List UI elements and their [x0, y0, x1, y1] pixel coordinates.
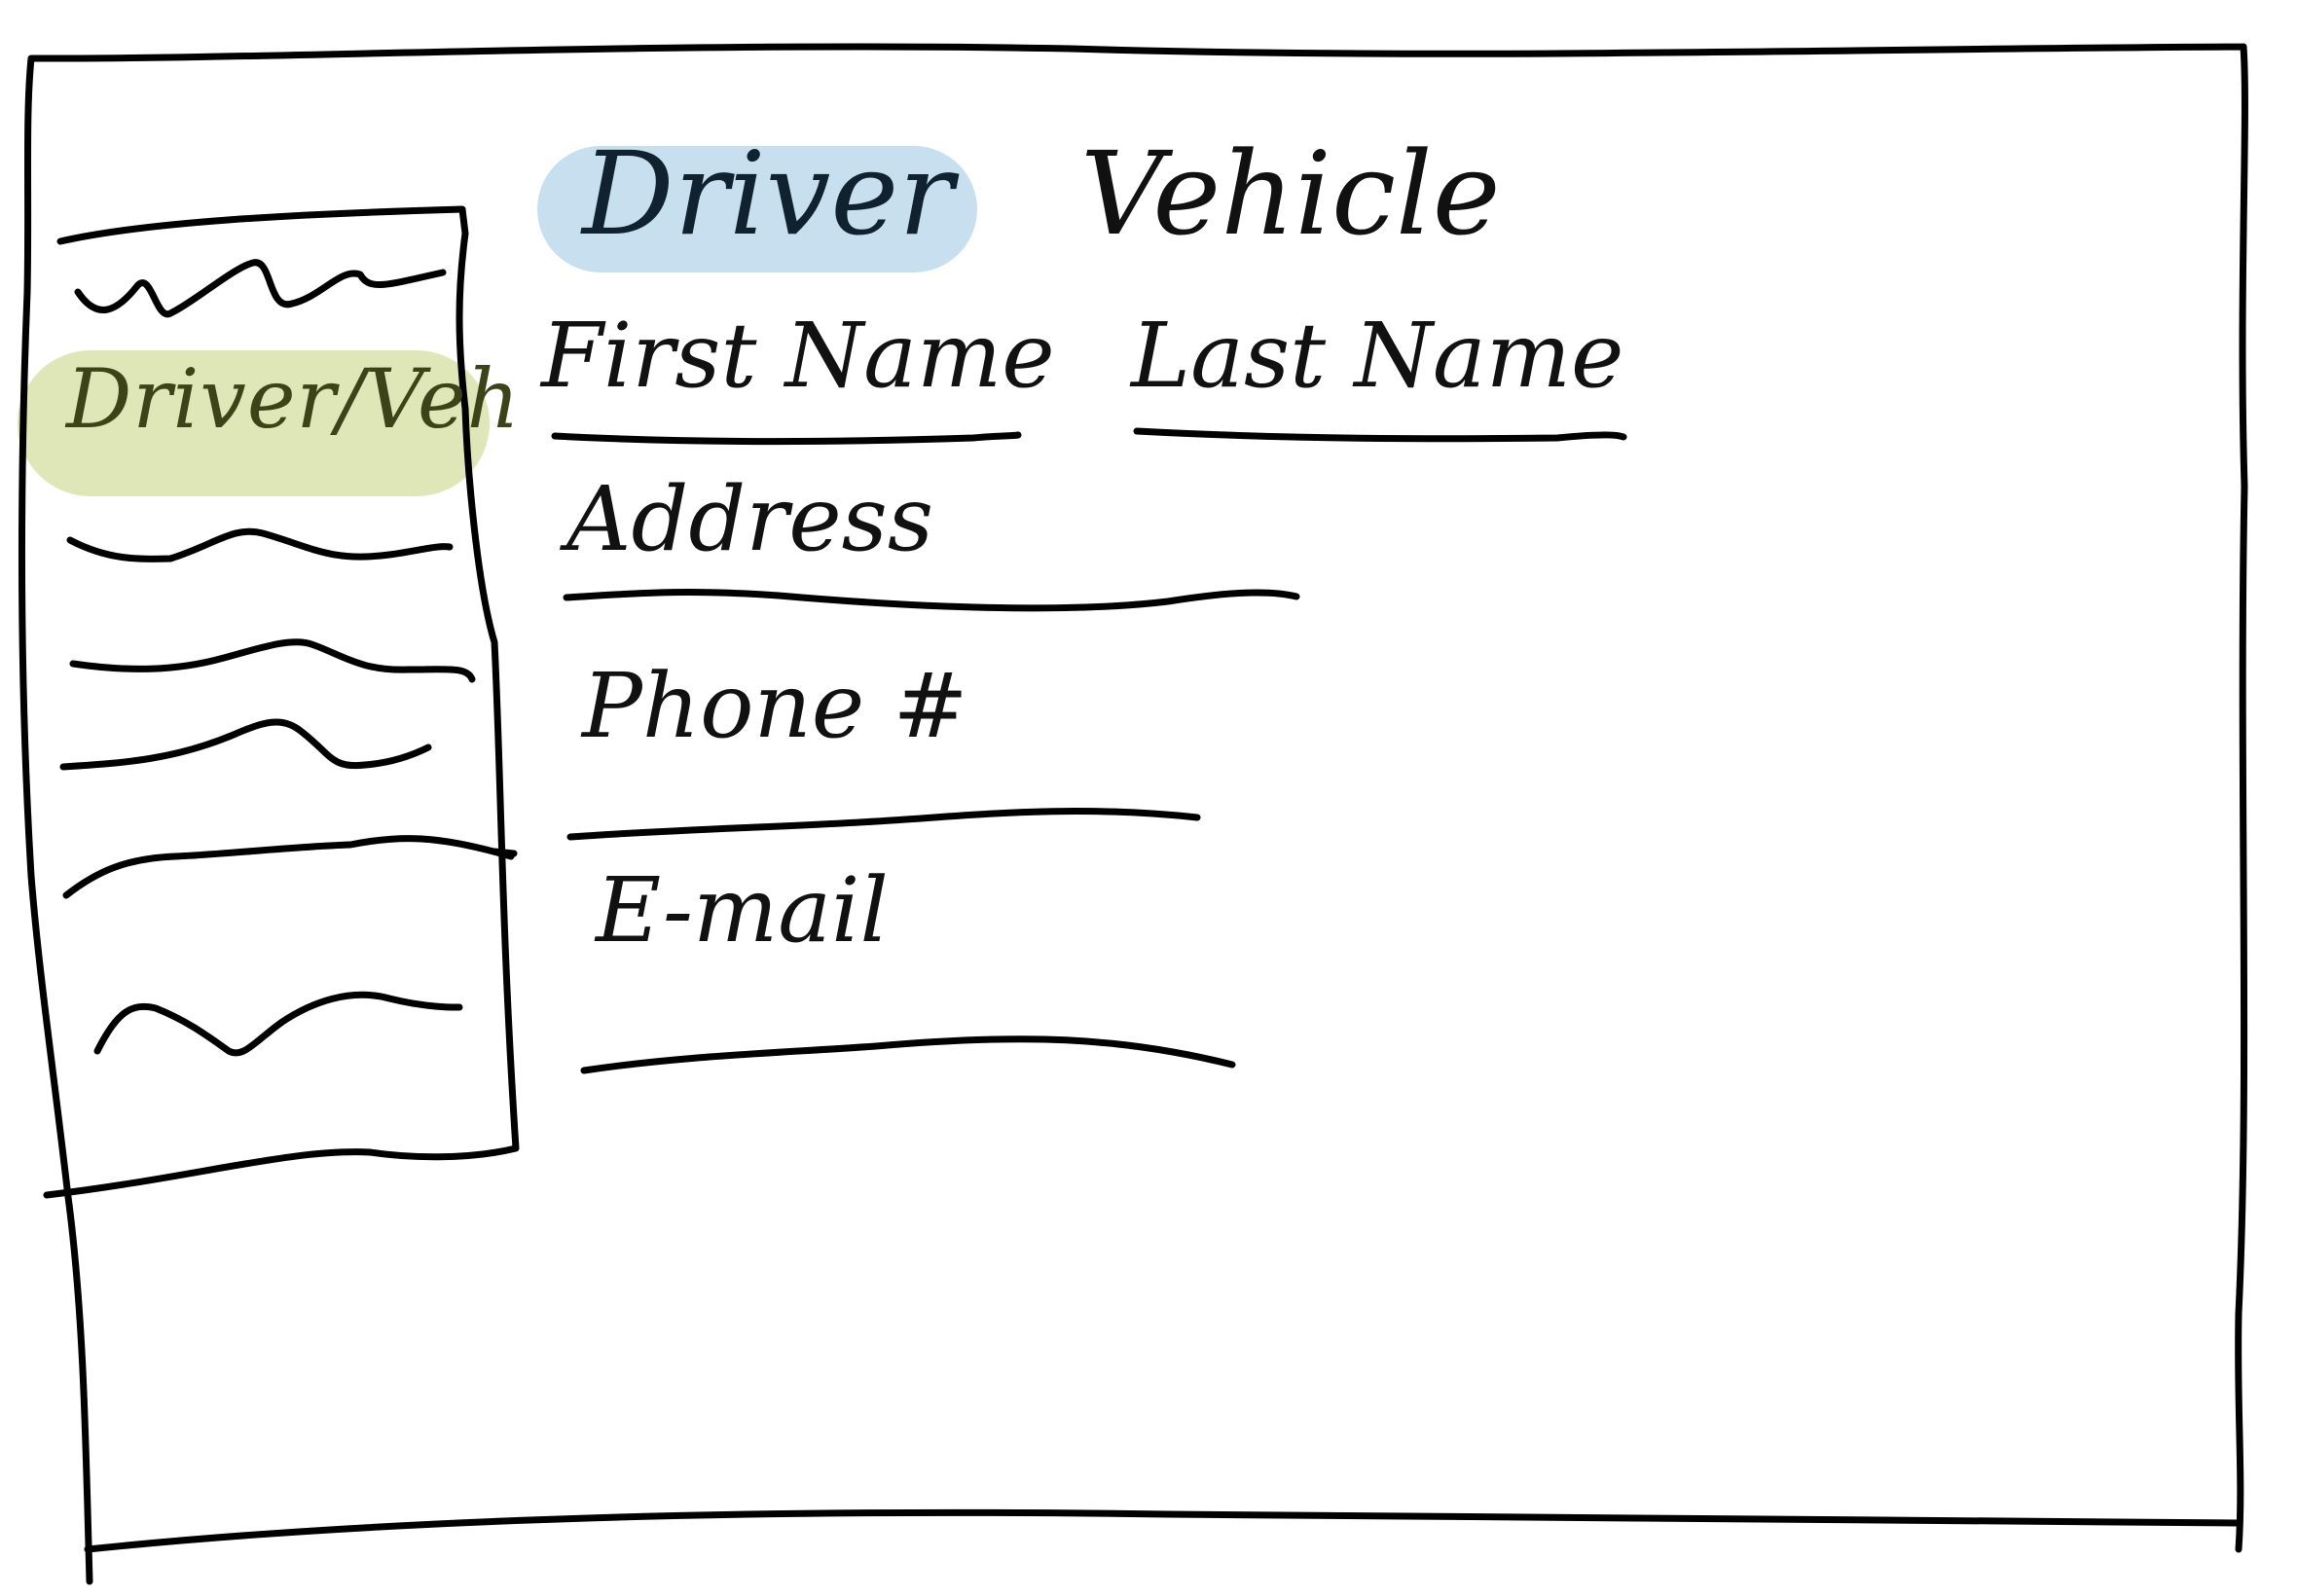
tab-driver[interactable]: Driver — [582, 127, 954, 261]
sidebar-item-5[interactable] — [59, 718, 432, 771]
sidebar-item-label: Driver/Veh — [66, 351, 521, 447]
phone-label: Phone # — [582, 654, 968, 758]
window-border — [18, 43, 2248, 1585]
tab-driver-highlight — [537, 146, 977, 272]
email-label: E-mail — [596, 858, 889, 962]
email-field[interactable] — [584, 1008, 1230, 1069]
sidebar-item-4[interactable] — [69, 638, 476, 683]
sidebar-item-3[interactable] — [66, 527, 454, 562]
nav-item-active-highlight — [18, 350, 490, 496]
first-name-field[interactable] — [555, 381, 1026, 442]
address-field[interactable] — [566, 541, 1300, 601]
sidebar-item-1[interactable] — [74, 259, 447, 318]
phone-field[interactable] — [570, 755, 1197, 816]
sidebar-item-6[interactable] — [62, 835, 515, 899]
last-name-field[interactable] — [1139, 381, 1620, 442]
sidebar-border — [43, 205, 520, 1199]
sidebar-item-7[interactable] — [93, 991, 463, 1057]
tab-vehicle[interactable]: Vehicle — [1080, 127, 1501, 261]
